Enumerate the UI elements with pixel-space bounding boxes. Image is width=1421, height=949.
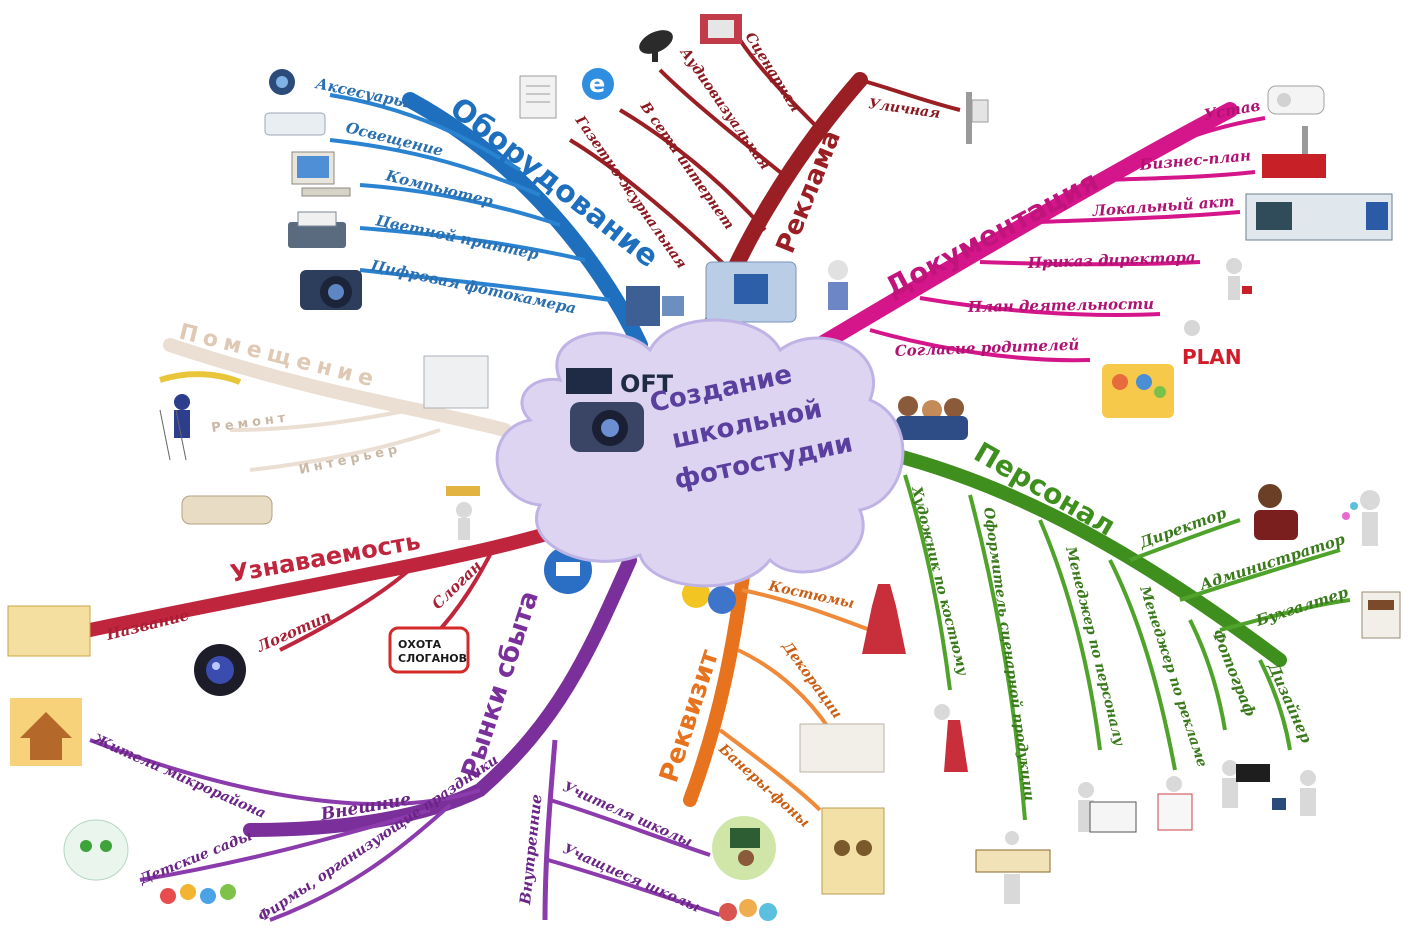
recognition-item-logo: Логотип (253, 607, 334, 656)
markets-internal-label: Внутренние (516, 793, 546, 906)
internet-explorer-icon: e (582, 68, 614, 100)
staff-item-ad-manager: Менеджер по рекламе (1136, 583, 1210, 769)
branch-title-documentation: Документация (880, 164, 1104, 304)
documentation-item-director-order: Приказ директора (1027, 248, 1196, 272)
administrator-icon (1342, 490, 1380, 546)
sofa-icon (181, 495, 273, 525)
camera-icon (300, 270, 362, 310)
figure-icon (1226, 258, 1252, 300)
designer-icon (1272, 770, 1316, 816)
decorator-sign-icon (975, 831, 1051, 904)
ad-manager-icon (1157, 776, 1193, 831)
lighting-icon (264, 112, 326, 136)
slogan-badge-line2: СЛОГАНОВ (398, 652, 467, 665)
party-people-icon (160, 884, 236, 904)
markets-external-firms: Фирмы, организующие праздники (255, 752, 501, 925)
premises-item-repair: Ремонт (210, 410, 290, 436)
people-icon (896, 396, 968, 440)
markets-external-kindergartens: Детские сады (137, 828, 255, 888)
decorations-icon (799, 723, 885, 773)
equipment-item-digital-camera: Цифровая фотокамера (368, 256, 578, 317)
trophy-figure-icon (446, 486, 480, 540)
children-icon (63, 819, 129, 881)
costume-artist-icon (934, 704, 968, 772)
street-banner-icon (966, 92, 989, 144)
camera-icon (269, 69, 295, 95)
documentation-item-activity-plan: План деятельности (967, 295, 1154, 316)
house-family-icon (10, 698, 82, 766)
slogan-badge-line1: ОХОТА (398, 638, 442, 651)
newspaper-icon (519, 75, 557, 119)
center-node: OFT Создание школьной фотостудии (495, 318, 905, 588)
markets-internal-teachers: Учителя школы (560, 779, 694, 850)
business-plan-icon (1262, 126, 1326, 178)
markets-external-residents: Жители микрорайона (89, 730, 268, 822)
studio-logo-icon: OFT (566, 368, 674, 452)
hr-manager-icon (1078, 782, 1137, 833)
satellite-dish-icon (639, 30, 673, 62)
staff-item-production-decorator: Оформитель сценарной продукции (980, 506, 1038, 802)
slogan-badge-icon: ОХОТА СЛОГАНОВ (388, 626, 470, 674)
girl-icon (828, 260, 848, 310)
accountant-icon (1361, 591, 1401, 639)
svg-text:e: e (589, 70, 605, 98)
branch-props: Реквизит Костюмы Декорации Банеры-фоны (654, 553, 906, 895)
staff-item-designer: Дизайнер (1264, 659, 1316, 746)
photographer-icon (1222, 760, 1270, 808)
projector-icon (1267, 85, 1325, 115)
advertising-collage-icon (705, 261, 797, 323)
markets-internal-students: Учащиеся школы (560, 841, 702, 916)
branch-markets: Рынки сбыта Внешние Жители микрорайона Д… (10, 546, 777, 925)
presentation-icon (1245, 193, 1393, 241)
camera-icon (626, 286, 684, 326)
name-card-icon (7, 605, 91, 657)
director-icon (1254, 484, 1298, 540)
theater-icon (700, 14, 742, 44)
equipment-item-accessories: Аксесуары (313, 74, 410, 111)
plan-icon: PLAN (1182, 320, 1242, 369)
students-icon (719, 899, 777, 921)
branch-documentation: Документация Устав Бизнес-план Локальный… (812, 85, 1393, 418)
premises-item-interior: Интерьер (298, 442, 403, 478)
branch-recognition: Узнаваемость Название Логотип Слоган ОХО… (7, 486, 567, 696)
equipment-item-color-printer: Цветной принтер (373, 211, 541, 263)
dress-icon (862, 584, 906, 654)
plan-badge: PLAN (1182, 345, 1242, 369)
computer-icon (291, 151, 351, 197)
studio-logo-text: OFT (620, 370, 674, 398)
branch-staff: Персонал Директор Администратор Бухгалте… (868, 396, 1401, 904)
lens-icon (194, 644, 246, 696)
staff-item-costume-artist: Художник по костюму (908, 484, 971, 677)
room-icon (423, 355, 489, 409)
documentation-item-parental-consent: Согласие родителей (895, 336, 1080, 360)
props-item-banners: Банеры-фоны (715, 740, 813, 830)
branch-title-markets: Рынки сбыта (456, 587, 545, 782)
painter-ladder-icon (159, 371, 242, 461)
teacher-icon (712, 816, 776, 880)
staff-item-accountant: Бухгалтер (1253, 583, 1351, 630)
banner-icon (821, 807, 885, 895)
printer-icon (288, 211, 346, 248)
advertising-item-scenario: Сценарная (742, 30, 804, 115)
parents-children-icon (1102, 364, 1174, 418)
